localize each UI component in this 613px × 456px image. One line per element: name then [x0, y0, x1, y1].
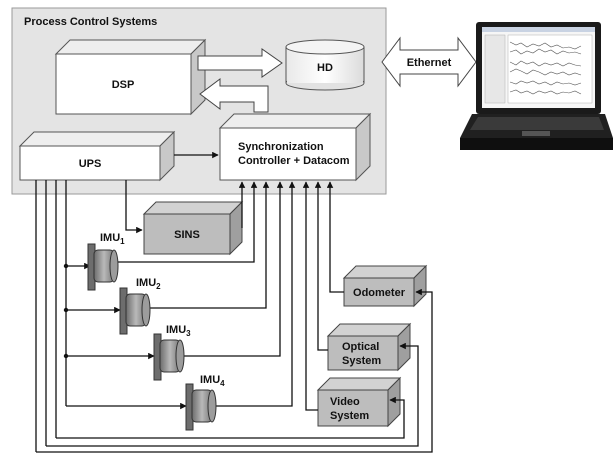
imu-2: IMU2 [119, 277, 161, 335]
dsp-block: DSP [54, 38, 207, 116]
imu-1-label: IMU1 [100, 232, 125, 246]
optical-label-line1: Optical [342, 341, 379, 353]
video-label-line2: System [330, 410, 369, 422]
ups-label: UPS [79, 158, 102, 170]
sins-label: SINS [174, 229, 200, 241]
data-lines-to-sync [116, 181, 344, 411]
sync-to-dsp-arrow [199, 78, 269, 113]
hd-disk: HD [285, 39, 365, 91]
odometer-block: Odometer [342, 264, 428, 308]
optical-label-line2: System [342, 355, 381, 367]
imu-1: IMU1 [87, 232, 125, 291]
video-label-line1: Video [330, 396, 360, 408]
dsp-to-hd-arrow [197, 48, 283, 78]
laptop-icon [460, 22, 613, 150]
sins-block: SINS [142, 200, 244, 256]
imu-3-label: IMU3 [166, 324, 191, 338]
hd-label: HD [317, 62, 333, 74]
imu-2-label: IMU2 [136, 277, 161, 291]
sync-controller-block: Synchronization Controller + Datacom [218, 112, 372, 182]
ethernet-link: Ethernet [381, 36, 477, 88]
odometer-label: Odometer [353, 287, 406, 299]
video-system-block: Video System [316, 376, 402, 428]
imu-4-label: IMU4 [200, 374, 225, 388]
power-bus-lines [35, 180, 433, 453]
ethernet-label: Ethernet [407, 57, 452, 69]
dsp-label: DSP [112, 79, 135, 91]
sync-label-line2: Controller + Datacom [238, 155, 350, 167]
optical-system-block: Optical System [326, 322, 412, 372]
imu-4: IMU4 [185, 374, 225, 431]
panel-title: Process Control Systems [24, 16, 157, 28]
sync-label-line1: Synchronization [238, 141, 324, 153]
ups-block: UPS [18, 130, 176, 182]
imu-3: IMU3 [153, 324, 191, 381]
